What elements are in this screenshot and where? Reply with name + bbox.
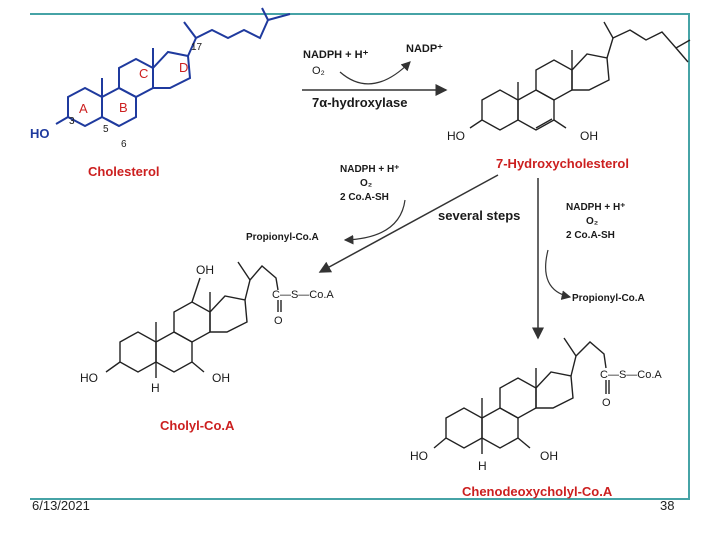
footer-page-number: 38 (660, 498, 675, 513)
footer-date: 6/13/2021 (32, 498, 90, 513)
cholesterol-ho: HO (30, 126, 50, 141)
left-reagent-2: O₂ (360, 178, 372, 189)
cholesterol-structure (55, 7, 291, 128)
cholesterol-labels: HO A B C D 3 5 6 17 Cholesterol (30, 42, 203, 179)
right-reagent-2: O₂ (586, 216, 598, 227)
hydroxycholesterol-name: 7-Hydroxycholesterol (496, 156, 629, 171)
cholyl-structure (105, 261, 282, 378)
several-steps: several steps (438, 208, 520, 223)
ring-b-label: B (119, 100, 128, 115)
cholyl-oh-right: OH (212, 371, 230, 385)
step1-cofactor-in: NADPH + H⁺ (303, 49, 369, 61)
left-reagent-1: NADPH + H⁺ (340, 164, 399, 175)
arrow-to-cholyl (318, 174, 499, 273)
cheno-h: H (478, 459, 487, 473)
left-reagent-3: 2 Co.A-SH (340, 192, 389, 203)
ring-c-label: C (139, 66, 148, 81)
right-reagent-3: 2 Co.A-SH (566, 230, 615, 241)
cholyl-ho: HO (80, 371, 98, 385)
cholyl-oh-top: OH (196, 263, 214, 277)
hydroxy-ho: HO (447, 129, 465, 143)
middle-right-reagents: NADPH + H⁺ O₂ 2 Co.A-SH Propionyl-Co.A (532, 178, 645, 340)
middle-left-reagents: NADPH + H⁺ O₂ 2 Co.A-SH Propionyl-Co.A (246, 164, 406, 245)
step1-reaction: NADPH + H⁺ NADP⁺ O₂ 7α-hydroxylase (302, 43, 448, 110)
cheno-ho: HO (410, 449, 428, 463)
step1-enzyme: 7α-hydroxylase (312, 95, 407, 110)
ring-a-label: A (79, 101, 88, 116)
hydroxy-oh: OH (580, 129, 598, 143)
position-3: 3 (69, 116, 75, 127)
cholyl-h: H (151, 381, 160, 395)
right-reagent-1: NADPH + H⁺ (566, 202, 625, 213)
cheno-structure (433, 337, 610, 454)
frame-top-line (30, 13, 690, 15)
cheno-oh-right: OH (540, 449, 558, 463)
cholyl-name: Cholyl-Co.A (160, 418, 235, 433)
cholesterol-name: Cholesterol (88, 164, 160, 179)
step1-cofactor-out: NADP⁺ (406, 43, 443, 55)
hydroxycholesterol-structure (469, 21, 691, 131)
position-17: 17 (191, 42, 203, 53)
left-product: Propionyl-Co.A (246, 232, 319, 243)
position-5: 5 (103, 124, 109, 135)
cholyl-thioester: C—S—Co.A (272, 289, 334, 301)
frame-bottom-line (30, 498, 690, 500)
cheno-o: O (602, 397, 611, 409)
step1-o2: O₂ (312, 65, 325, 77)
position-6: 6 (121, 139, 127, 150)
right-product: Propionyl-Co.A (572, 293, 645, 304)
cholyl-o: O (274, 315, 283, 327)
ring-d-label: D (179, 60, 188, 75)
cheno-thioester: C—S—Co.A (600, 369, 662, 381)
cheno-name: Chenodeoxycholyl-Co.A (462, 484, 613, 499)
frame-right-line (688, 13, 690, 500)
